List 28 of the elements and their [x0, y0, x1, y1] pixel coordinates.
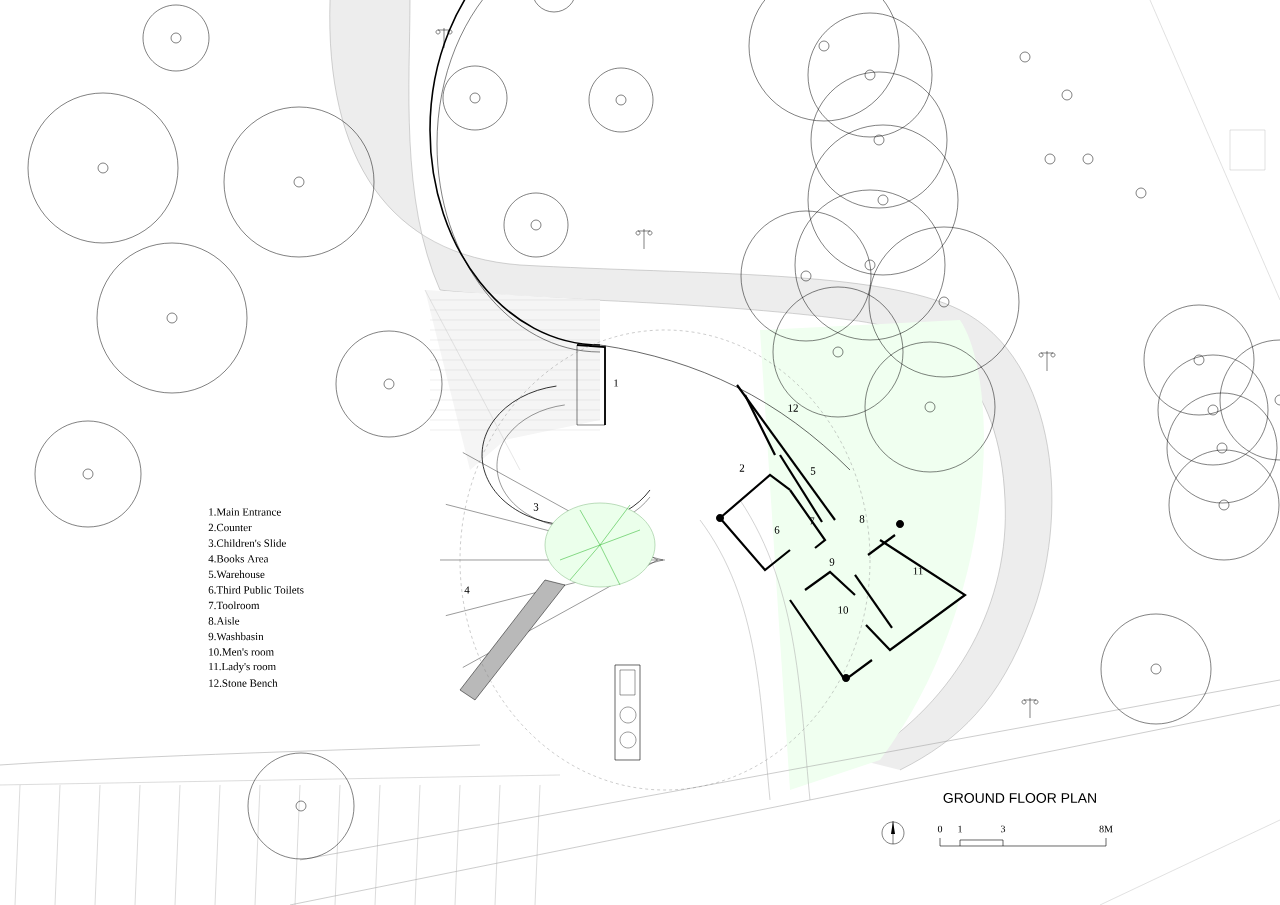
key-entry: 8.Aisle: [208, 617, 240, 625]
room-number: 2: [739, 464, 745, 472]
plan-title: GROUND FLOOR PLAN: [943, 793, 1096, 803]
key-entry: 1.Main Entrance: [209, 508, 281, 516]
key-entry: 2.Counter: [208, 523, 252, 532]
key-entry: 7.Toolroom: [208, 601, 260, 610]
room-number: 6: [774, 526, 780, 534]
room-number: 12: [788, 404, 798, 412]
key-entry: 11.Lady's room: [209, 662, 276, 673]
key-entry: 6.Third Public Toilets: [208, 585, 304, 594]
scale-label: 3: [1001, 825, 1006, 833]
key-entry: 10.Men's room: [209, 648, 274, 656]
room-number: 8: [859, 515, 865, 523]
room-number: 1: [614, 379, 619, 387]
scale-label: 1: [958, 825, 962, 833]
room-number: 9: [829, 558, 835, 566]
scale-label: 8M: [1099, 825, 1113, 833]
room-number: 4: [464, 586, 470, 594]
room-number: 5: [810, 467, 816, 475]
room-number: 10: [838, 606, 849, 614]
scale-label: 0: [937, 825, 943, 833]
key-entry: 3.Children's Slide: [208, 539, 286, 547]
key-entry: 9.Washbasin: [208, 632, 264, 641]
key-entry: 5.Warehouse: [208, 570, 265, 579]
key-entry: 12.Stone Bench: [209, 679, 278, 687]
key-entry: 4.Books Area: [208, 554, 269, 563]
room-number: 11: [913, 567, 923, 575]
room-number: 3: [533, 503, 539, 511]
